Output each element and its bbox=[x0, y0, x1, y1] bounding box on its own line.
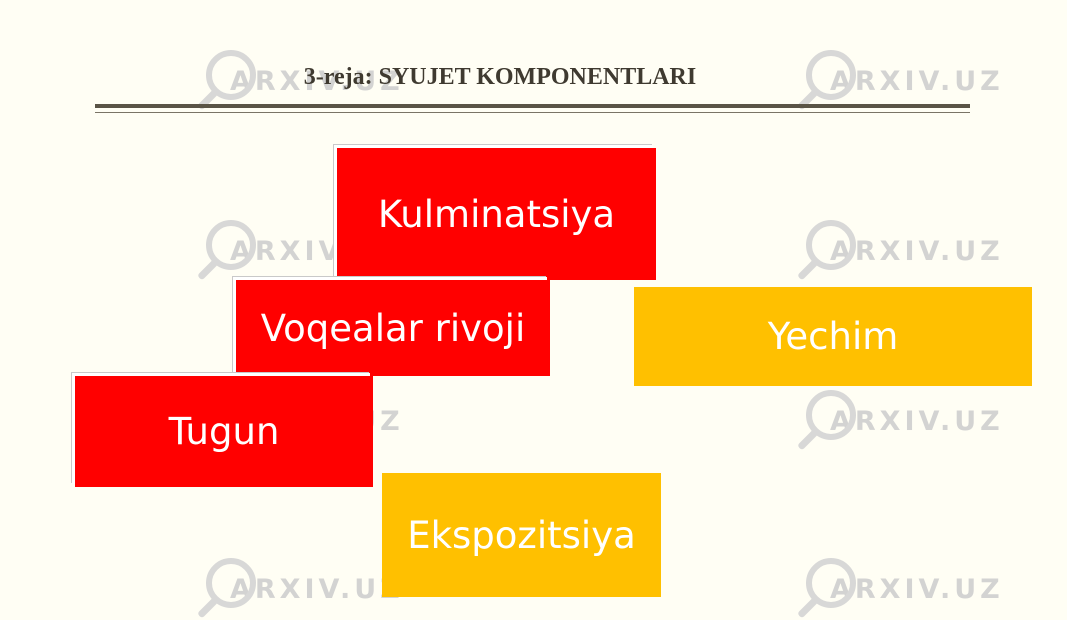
watermark-text: ARXIV.UZ bbox=[830, 235, 1004, 267]
box-kulminatsiya: Kulminatsiya bbox=[337, 148, 656, 280]
magnifier-icon bbox=[197, 220, 260, 282]
title-divider bbox=[95, 104, 970, 108]
box-yechim-label: Yechim bbox=[767, 315, 899, 358]
box-tugun-label: Tugun bbox=[168, 410, 280, 453]
watermark-text: ARXIV.UZ bbox=[830, 65, 1004, 97]
watermark: ARXIV.UZ bbox=[797, 390, 1004, 452]
page-title: 3-reja: SYUJET KOMPONENTLARI bbox=[303, 64, 697, 90]
magnifier-icon bbox=[197, 558, 260, 620]
box-yechim: Yechim bbox=[634, 287, 1032, 386]
box-ekspozitsiya-label: Ekspozitsiya bbox=[407, 513, 636, 557]
watermark: ARXIV.UZ bbox=[797, 50, 1004, 112]
magnifier-icon bbox=[797, 50, 860, 112]
watermark: ARXIV.UZ bbox=[197, 558, 404, 620]
watermark-text: ARXIV.UZ bbox=[830, 573, 1004, 605]
watermark-text: ARXIV.UZ bbox=[230, 573, 404, 605]
magnifier-icon bbox=[197, 50, 260, 112]
box-tugun: Tugun bbox=[75, 376, 373, 487]
watermark: ARXIV.UZ bbox=[797, 558, 1004, 620]
watermark: ARXIV.UZ bbox=[197, 50, 404, 112]
box-kulminatsiya-label: Kulminatsiya bbox=[377, 192, 616, 236]
watermark-text: ARXIV.UZ bbox=[830, 405, 1004, 437]
box-voqealar-rivoji: Voqealar rivoji bbox=[236, 280, 550, 376]
box-voqealar-rivoji-label: Voqealar rivoji bbox=[260, 306, 526, 350]
watermark-text: ARXIV.UZ bbox=[230, 65, 404, 97]
watermark: ARXIV.UZ bbox=[797, 220, 1004, 282]
magnifier-icon bbox=[797, 390, 860, 452]
magnifier-icon bbox=[797, 220, 860, 282]
title-divider-thin bbox=[95, 112, 970, 113]
box-ekspozitsiya: Ekspozitsiya bbox=[382, 473, 661, 597]
magnifier-icon bbox=[797, 558, 860, 620]
